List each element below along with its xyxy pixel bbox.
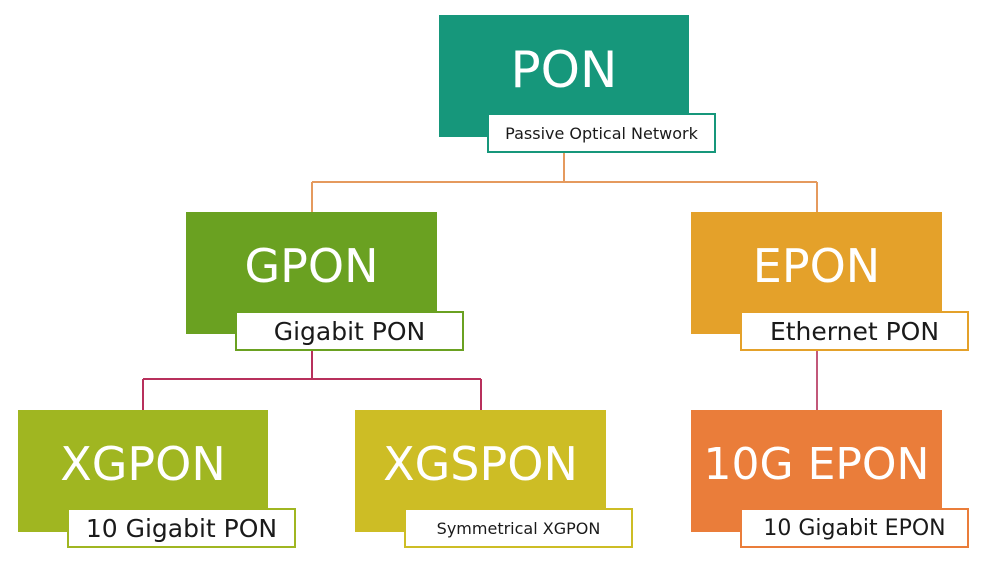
connector-pon-children — [311, 153, 818, 212]
gpon-subtitle-label: Gigabit PON — [235, 311, 464, 351]
10g-epon-title: 10G EPON — [703, 438, 930, 490]
pon-subtitle: Passive Optical Network — [505, 123, 698, 143]
pon-title: PON — [510, 41, 618, 99]
xgpon-subtitle-label: 10 Gigabit PON — [67, 508, 296, 548]
epon-subtitle-label: Ethernet PON — [740, 311, 969, 351]
gpon-subtitle: Gigabit PON — [273, 316, 426, 346]
connector-gpon-children — [142, 351, 482, 410]
epon-title: EPON — [752, 239, 881, 293]
10g-epon-subtitle-label: 10 Gigabit EPON — [740, 508, 969, 548]
xgpon-title: XGPON — [60, 437, 226, 491]
gpon-title: GPON — [244, 239, 379, 293]
xgpon-subtitle: 10 Gigabit PON — [85, 513, 278, 543]
10g-epon-box: 10G EPON — [691, 410, 942, 532]
xgspon-title: XGSPON — [383, 437, 578, 491]
xgspon-subtitle: Symmetrical XGPON — [436, 518, 601, 538]
xgspon-subtitle-label: Symmetrical XGPON — [404, 508, 633, 548]
pon-subtitle-label: Passive Optical Network — [487, 113, 716, 153]
epon-subtitle: Ethernet PON — [769, 316, 940, 346]
10g-epon-subtitle: 10 Gigabit EPON — [763, 515, 946, 541]
